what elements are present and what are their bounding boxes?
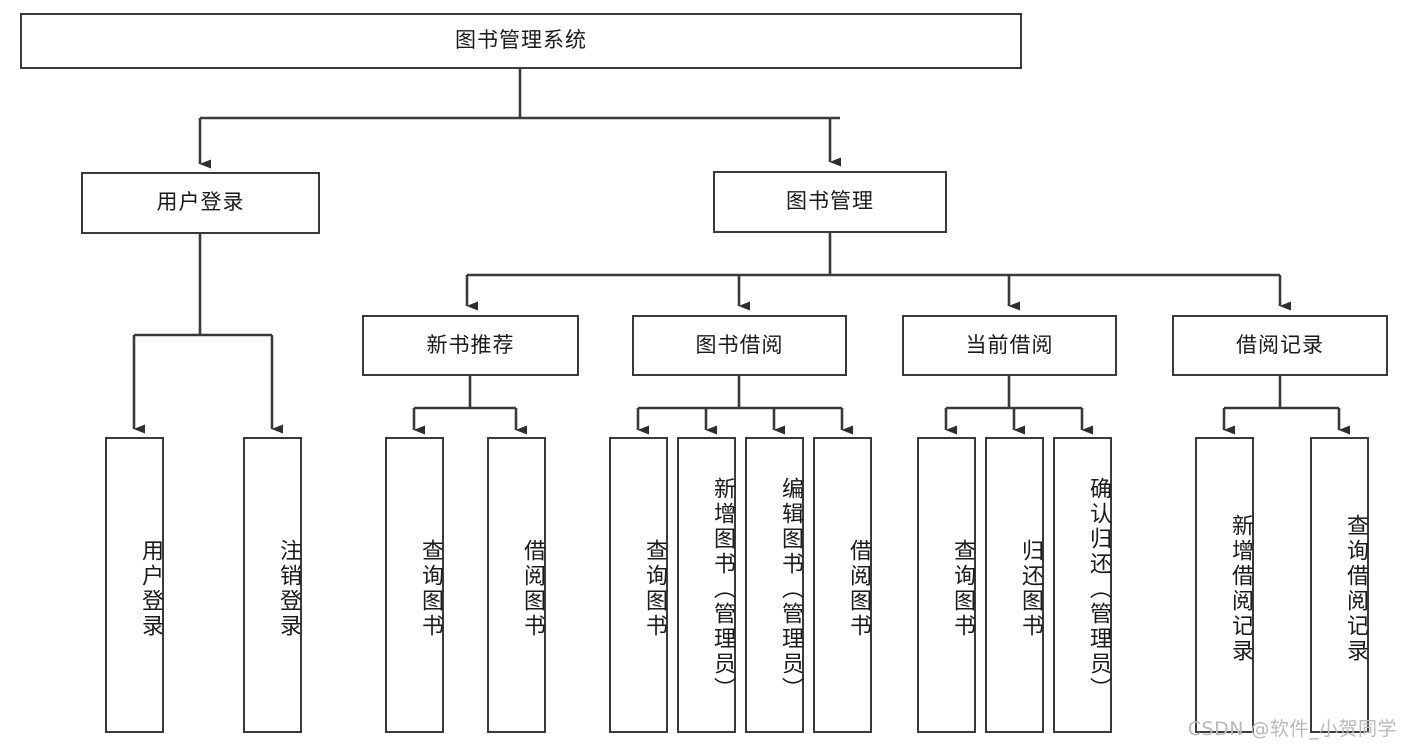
leaf-current-confirm-return-admin-label: 确认归还（管理员） xyxy=(1086,476,1111,702)
leaf-borrow-edit-book-admin[interactable]: 编辑图书（管理员） xyxy=(745,437,804,733)
leaf-records-add-record[interactable]: 新增借阅记录 xyxy=(1195,437,1254,733)
leaf-current-return-books[interactable]: 归还图书 xyxy=(985,437,1044,733)
leaf-current-return-books-label: 归还图书 xyxy=(1018,539,1043,639)
leaf-borrow-edit-book-admin-label: 编辑图书（管理员） xyxy=(778,476,803,702)
node-borrow-records[interactable]: 借阅记录 xyxy=(1172,315,1388,376)
leaf-borrow-query-books[interactable]: 查询图书 xyxy=(609,437,668,733)
node-new-book-recommend-label: 新书推荐 xyxy=(426,332,515,357)
leaf-newbook-borrow-books[interactable]: 借阅图书 xyxy=(487,437,546,733)
leaf-user-login[interactable]: 用户登录 xyxy=(105,437,164,733)
node-user-login-label: 用户登录 xyxy=(156,190,245,215)
leaf-newbook-borrow-books-label: 借阅图书 xyxy=(520,539,545,639)
node-root-label: 图书管理系统 xyxy=(455,28,587,53)
node-borrow-records-label: 借阅记录 xyxy=(1236,332,1324,357)
leaf-user-login-label: 用户登录 xyxy=(138,539,163,639)
leaf-records-query-record-label: 查询借阅记录 xyxy=(1343,514,1368,664)
leaf-records-query-record[interactable]: 查询借阅记录 xyxy=(1310,437,1369,733)
node-book-borrow-label: 图书借阅 xyxy=(695,332,784,357)
node-book-borrow[interactable]: 图书借阅 xyxy=(632,315,847,376)
node-root[interactable]: 图书管理系统 xyxy=(20,13,1022,69)
node-new-book-recommend[interactable]: 新书推荐 xyxy=(362,315,579,376)
leaf-logout[interactable]: 注销登录 xyxy=(243,437,302,733)
leaf-newbook-query-books-label: 查询图书 xyxy=(418,539,443,639)
leaf-current-confirm-return-admin[interactable]: 确认归还（管理员） xyxy=(1053,437,1112,733)
node-book-management-label: 图书管理 xyxy=(786,189,874,214)
node-current-borrow[interactable]: 当前借阅 xyxy=(902,315,1117,376)
leaf-current-query-books-label: 查询图书 xyxy=(950,539,975,639)
leaf-borrow-query-books-label: 查询图书 xyxy=(642,539,667,639)
node-user-login[interactable]: 用户登录 xyxy=(81,172,320,234)
leaf-borrow-add-book-admin[interactable]: 新增图书（管理员） xyxy=(677,437,736,733)
node-book-management[interactable]: 图书管理 xyxy=(713,171,947,233)
leaf-borrow-add-book-admin-label: 新增图书（管理员） xyxy=(710,476,735,702)
leaf-current-query-books[interactable]: 查询图书 xyxy=(917,437,976,733)
leaf-records-add-record-label: 新增借阅记录 xyxy=(1228,514,1253,664)
leaf-borrow-borrow-books[interactable]: 借阅图书 xyxy=(813,437,872,733)
node-current-borrow-label: 当前借阅 xyxy=(965,332,1054,357)
leaf-newbook-query-books[interactable]: 查询图书 xyxy=(385,437,444,733)
csdn-watermark: CSDN @软件_小贺同学 xyxy=(1187,718,1397,740)
leaf-borrow-borrow-books-label: 借阅图书 xyxy=(846,539,871,639)
leaf-logout-label: 注销登录 xyxy=(276,539,301,639)
